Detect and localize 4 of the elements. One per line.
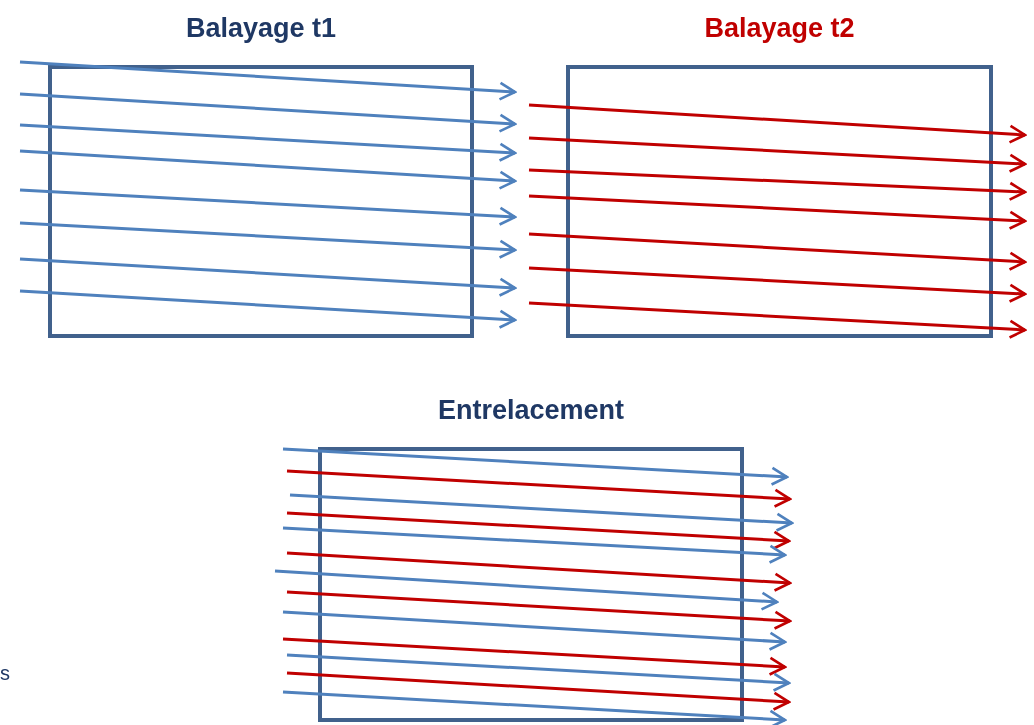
panel-title: Balayage t2 <box>703 13 856 44</box>
text-fragment: s <box>0 662 10 685</box>
panel-title: Balayage t1 <box>184 13 338 44</box>
panel-title: Entrelacement <box>436 395 626 426</box>
